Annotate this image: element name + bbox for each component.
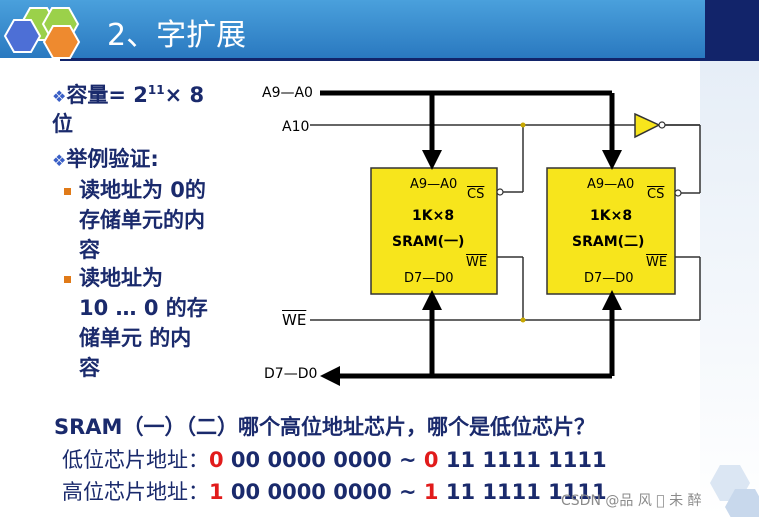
chip2-addr: A9—A0 — [587, 177, 635, 192]
sub-bullet-1: 读地址为 0的 存储单元的内 容 — [64, 175, 206, 265]
chip1-we: WE — [466, 255, 488, 270]
chip1-data: D7—D0 — [404, 271, 454, 286]
sub-bullet-2: 读地址为 10 … 0 的存 储单元 的内 容 — [64, 263, 208, 383]
capacity-exponent: 11 — [147, 83, 165, 97]
data-label: D7—D0 — [264, 366, 318, 382]
sub2-line2: 10 … 0 的存 — [79, 296, 208, 320]
watermark: CSDN @品 风   未 醉 — [561, 493, 702, 509]
low-mid: 00 0000 0000 ~ — [223, 448, 424, 472]
diamond-bullet-icon: ❖ — [52, 87, 67, 106]
sub1-line2: 存储单元的内 — [79, 208, 205, 232]
capacity-line: ❖容量= 211× 8 — [52, 79, 204, 109]
high-rest: 11 1111 1111 — [438, 480, 607, 504]
header-bar — [0, 0, 705, 58]
capacity-label: 容量= — [66, 83, 126, 107]
header-underline — [60, 58, 759, 61]
example-label: 举例验证: — [66, 147, 159, 171]
square-bullet-icon — [64, 187, 71, 195]
a10-label: A10 — [282, 119, 310, 135]
low-address-line: 低位芯片地址：0 00 0000 0000 ~ 0 11 1111 1111 — [62, 444, 607, 474]
sub2-line1: 读地址为 — [79, 266, 163, 290]
cs2-bubble-icon — [674, 189, 682, 197]
high-address-line: 高位芯片地址：1 00 0000 0000 ~ 1 11 1111 1111 — [62, 476, 607, 506]
sub1-line1: 读地址为 0的 — [79, 178, 206, 202]
chip1-addr: A9—A0 — [410, 177, 458, 192]
header-dark-block — [705, 0, 759, 58]
we-label: WE — [282, 311, 307, 329]
inverter-bubble-icon — [658, 121, 666, 129]
address-label: A9—A0 — [262, 85, 313, 101]
low-first-bit: 0 — [209, 448, 224, 472]
sub1-line3: 容 — [79, 238, 100, 262]
chip2-name: SRAM(二) — [572, 234, 645, 250]
low-second-bit: 0 — [423, 448, 439, 472]
high-second-bit: 1 — [423, 480, 439, 504]
capacity-rest: × 8 — [164, 83, 205, 107]
right-side-panel — [700, 61, 759, 517]
low-address-label: 低位芯片地址： — [62, 448, 209, 472]
inverter-gate-icon — [634, 112, 661, 139]
sub2-line3: 储单元 的内 — [79, 326, 192, 350]
high-first-bit: 1 — [209, 480, 224, 504]
low-rest: 11 1111 1111 — [438, 448, 607, 472]
chip2-size: 1K×8 — [590, 208, 633, 224]
example-line: ❖举例验证: — [52, 143, 159, 173]
chip2-cs: CS — [647, 187, 665, 202]
chip2-we: WE — [646, 255, 668, 270]
capacity-unit: 位 — [52, 112, 73, 136]
chip2-data: D7—D0 — [584, 271, 634, 286]
cs1-bubble-icon — [496, 188, 504, 196]
square-bullet-icon — [64, 275, 71, 283]
sram-chip-1 — [370, 167, 498, 295]
hexagon-logo-icon — [3, 7, 81, 59]
sram-chip-2 — [546, 167, 676, 295]
page-title: 2、字扩展 — [107, 18, 247, 53]
chip1-name: SRAM(一) — [392, 234, 465, 250]
sub2-line4: 容 — [79, 356, 100, 380]
corner-hexagon-icon — [710, 465, 759, 517]
high-address-label: 高位芯片地址： — [62, 480, 209, 504]
capacity-base: 2 — [133, 83, 148, 107]
diamond-bullet-icon: ❖ — [52, 151, 67, 170]
question-text: SRAM（一）（二）哪个高位地址芯片，哪个是低位芯片？ — [54, 415, 595, 439]
chip1-cs: CS — [467, 187, 485, 202]
chip1-size: 1K×8 — [412, 208, 455, 224]
high-mid: 00 0000 0000 ~ — [223, 480, 424, 504]
